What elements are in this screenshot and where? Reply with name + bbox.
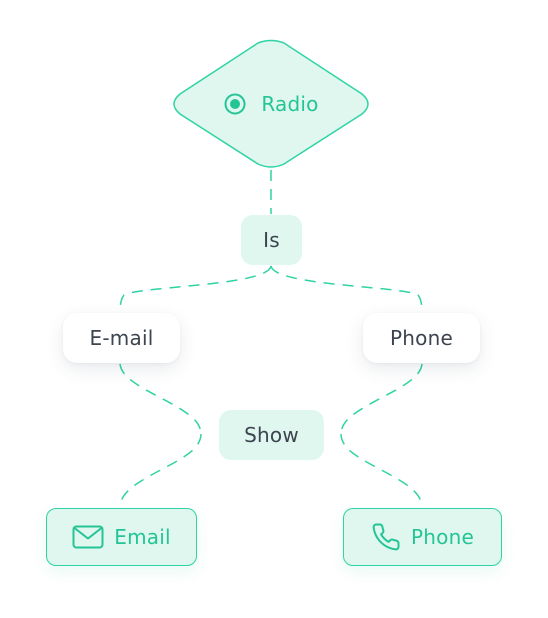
target-phone-node[interactable]: Phone — [343, 508, 502, 566]
phone-icon — [371, 522, 401, 552]
connector-email-show — [119, 363, 202, 435]
connector-phone-show — [340, 363, 423, 435]
radio-diamond-shape — [173, 39, 369, 168]
action-show-label: Show — [244, 423, 299, 447]
connector-show-phone-target — [340, 433, 423, 507]
condition-is-label: Is — [263, 228, 280, 252]
target-email-node[interactable]: Email — [46, 508, 197, 566]
connector-show-email-target — [119, 433, 202, 507]
action-show-node[interactable]: Show — [219, 410, 324, 460]
radio-icon — [223, 92, 247, 116]
connector-is-email — [119, 265, 272, 313]
radio-node-label: Radio — [261, 92, 319, 116]
target-phone-label: Phone — [411, 525, 474, 549]
envelope-icon — [72, 525, 104, 549]
option-phone-node[interactable]: Phone — [363, 313, 480, 363]
radio-node[interactable]: Radio — [171, 40, 371, 168]
option-email-node[interactable]: E-mail — [63, 313, 180, 363]
connector-is-phone — [270, 265, 423, 313]
target-email-label: Email — [114, 525, 171, 549]
condition-is-node[interactable]: Is — [241, 215, 302, 265]
option-email-label: E-mail — [89, 326, 154, 350]
option-phone-label: Phone — [390, 326, 453, 350]
